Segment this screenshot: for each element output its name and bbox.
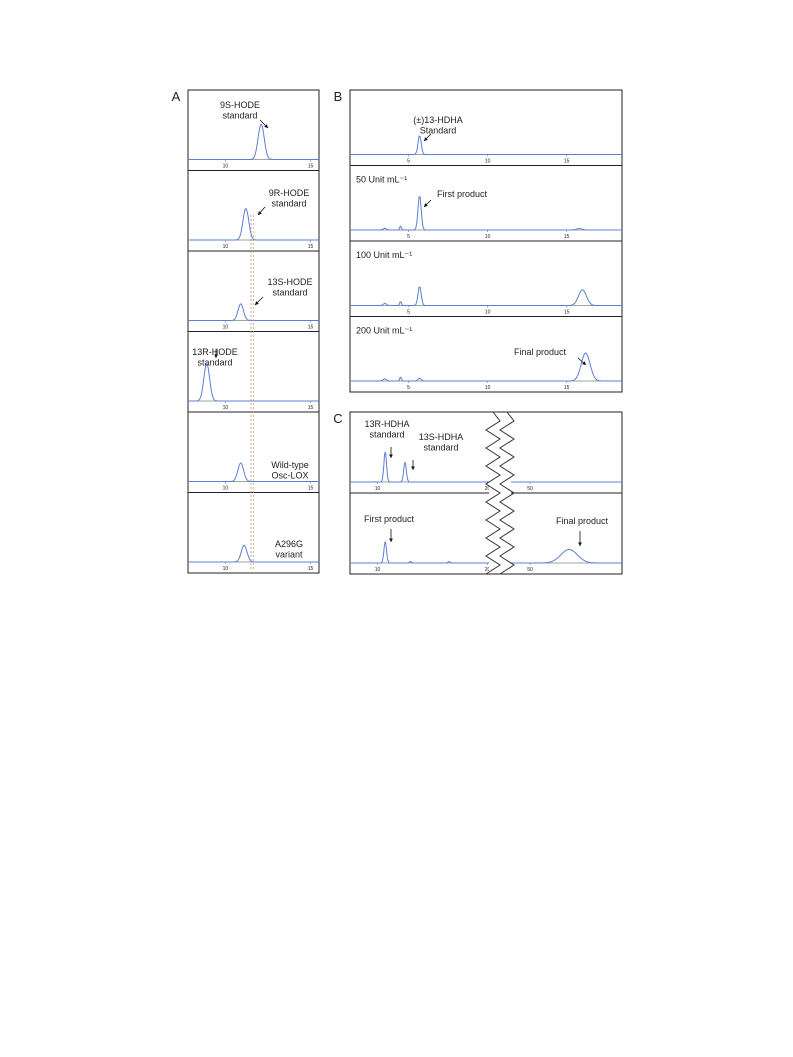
panel-a-tick-label: 15 [308,566,314,572]
panel-a-trace [188,544,319,563]
panel-b-tick-label: 15 [564,385,570,391]
panel-c-trace-left [350,451,493,483]
panel-b-tick-label: 10 [485,159,491,165]
panel-a-tick-label: 10 [223,325,229,331]
panel-c-arrow-13r-head [389,454,393,458]
panel-b-trace [350,135,622,155]
panel-b-trace [350,286,622,306]
panel-c-right-tick-label: 50 [527,486,533,492]
panel-a-trace [188,123,319,160]
panel-a-arrow-9s-head [264,124,268,128]
panel-a-arrow-13r-head [214,354,218,358]
panel-c-letter: C [333,411,342,426]
panel-b-label: 100 Unit mL⁻¹ [356,250,412,260]
panel-b-letter: B [334,89,343,104]
panel-c-right-tick-label: 50 [527,567,533,573]
panel-a-letter: A [172,89,181,104]
panel-b-tick-label: 15 [564,310,570,316]
panel-a-tick-label: 10 [223,164,229,170]
panel-b-tick-label: 5 [407,159,410,165]
panel-c-label-final: Final product [556,516,609,526]
panel-b-tick-label: 15 [564,234,570,240]
panel-b-tick-label: 5 [407,385,410,391]
panel-a-arrow-9r-head [258,211,262,215]
panel-b-tick-label: 5 [407,234,410,240]
panel-c-left-tick-label: 10 [375,567,381,573]
panel-b-tick-label: 5 [407,310,410,316]
panel-b-tick-label: 10 [485,385,491,391]
panel-b-tick-label: 15 [564,159,570,165]
panel-a-tick-label: 15 [308,405,314,411]
panel-a-trace [188,462,319,482]
panel-b-arrow-final-head [582,361,586,365]
panel-c-arrow-13s-head [411,466,415,470]
panel-a-arrow-13s-head [255,301,259,305]
panel-b-annotation: First product [437,189,488,199]
panel-c-left-tick-label: 10 [375,486,381,492]
panel-c-arrow-first-head [389,538,393,542]
panel-c-left-tick-label: 20 [485,486,491,492]
panel-a-tick-label: 15 [308,325,314,331]
panel-a-tick-label: 10 [223,405,229,411]
panel-a-tick-label: 10 [223,244,229,250]
panel-a-tick-label: 10 [223,486,229,492]
panel-c-break-right [499,411,515,575]
panel-b-arrow-first-head [424,203,428,207]
panel-b-label: 50 Unit mL⁻¹ [356,175,407,185]
panel-a-tick-label: 15 [308,164,314,170]
panel-b-trace [350,352,622,382]
panel-a-tick-label: 10 [223,566,229,572]
panel-c-trace-left [350,540,493,564]
panel-a-tick-label: 15 [308,486,314,492]
panel-c-arrow-final-head [578,542,582,546]
panel-b-annotation: Final product [514,347,567,357]
panel-c-trace-right [507,549,622,564]
panel-b-label: 200 Unit mL⁻¹ [356,326,412,336]
panel-c-break-left [485,411,501,575]
panel-b-tick-label: 10 [485,310,491,316]
panel-c-left-tick-label: 20 [485,567,491,573]
panel-b-arrow-standard-head [424,137,428,141]
panel-a-tick-label: 15 [308,244,314,250]
panel-b-tick-label: 10 [485,234,491,240]
panel-c-label-first: First product [364,514,415,524]
panel-b-trace [350,196,622,231]
